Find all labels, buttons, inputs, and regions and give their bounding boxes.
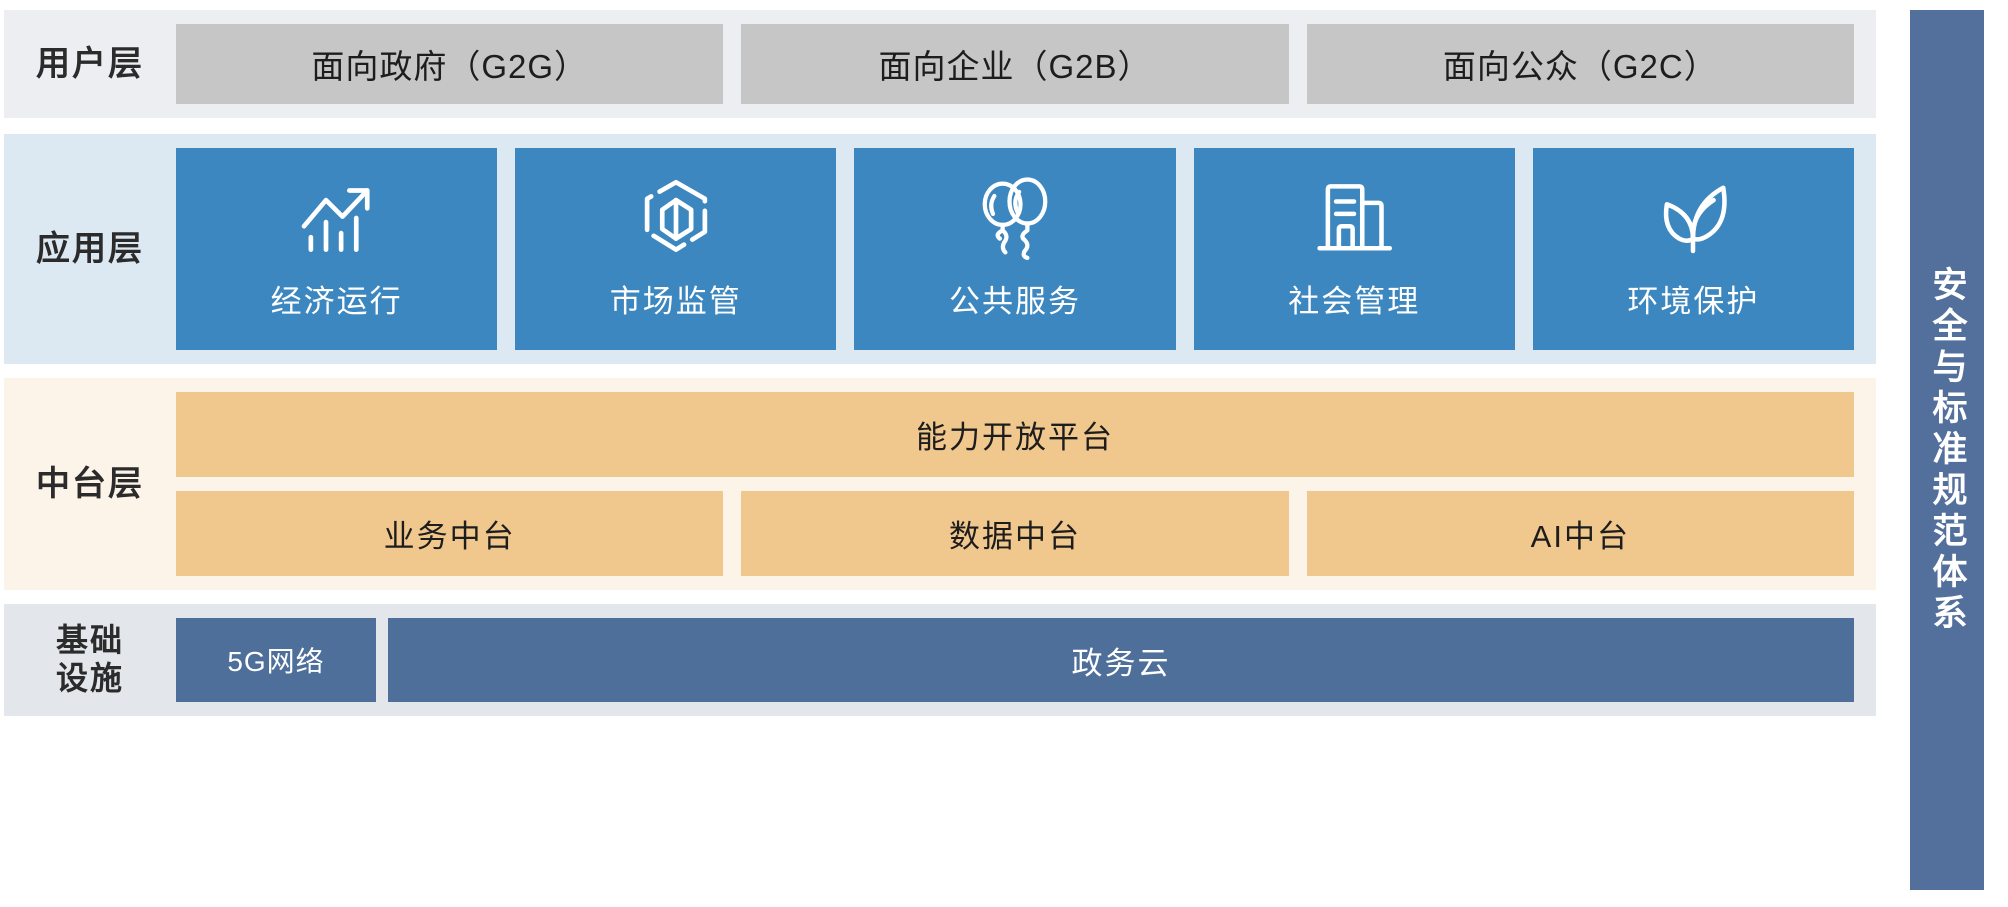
hexagon-cube-icon [632,174,720,262]
app-card-social-management[interactable]: 社会管理 [1193,148,1515,350]
mid-card-ai-label: AI中台 [1530,519,1630,554]
app-card-environment-label: 环境保护 [1627,283,1760,319]
chart-trend-up-icon [293,174,381,262]
middle-platform-layer-label: 中台层 [36,464,144,503]
user-card-g2c[interactable]: 面向公众（G2C） [1306,24,1854,104]
balloons-icon [971,174,1059,262]
mid-card-business-label: 业务中台 [383,519,516,554]
middle-platform-row: 业务中台 数据中台 AI中台 [176,491,1854,576]
mid-card-data[interactable]: 数据中台 [741,491,1289,576]
infrastructure-label-line2: 设施 [55,660,124,696]
app-card-market-supervision-label: 市场监管 [609,283,742,319]
app-card-economy-label: 经济运行 [270,283,403,319]
app-card-public-service[interactable]: 公共服务 [854,148,1176,350]
user-layer-label: 用户层 [36,44,144,83]
infra-card-government-cloud[interactable]: 政务云 [388,618,1854,702]
infrastructure-layer: 基础 设施 5G网络 政务云 [4,604,1876,716]
leaf-sprout-icon [1649,174,1737,262]
application-layer-label: 应用层 [36,229,144,268]
infra-card-5g-network[interactable]: 5G网络 [176,618,376,702]
application-layer-body: 经济运行 市场监管 [176,134,1876,364]
middle-platform-layer: 中台层 能力开放平台 业务中台 数据中台 AI中台 [4,378,1876,590]
app-card-economy[interactable]: 经济运行 [176,148,498,350]
security-standards-label: 安全与标准规范体系 [1927,265,1967,635]
mid-card-business[interactable]: 业务中台 [176,491,724,576]
capability-open-platform-label: 能力开放平台 [916,420,1114,455]
building-icon [1310,174,1398,262]
user-card-g2c-label: 面向公众（G2C） [1442,48,1718,85]
infra-card-5g-network-label: 5G网络 [227,646,325,677]
infrastructure-layer-body: 5G网络 政务云 [176,604,1876,716]
mid-card-ai[interactable]: AI中台 [1306,491,1854,576]
infra-card-government-cloud-label: 政务云 [1071,645,1171,681]
infrastructure-label-line1: 基础 [55,622,124,659]
user-layer: 用户层 面向政府（G2G） 面向企业（G2B） 面向公众（G2C） [4,10,1876,118]
user-card-g2b-label: 面向企业（G2B） [878,48,1152,85]
infrastructure-layer-label: 基础 设施 [4,622,176,698]
application-layer: 应用层 经济运行 [4,134,1876,364]
user-card-g2g[interactable]: 面向政府（G2G） [176,24,724,104]
app-card-market-supervision[interactable]: 市场监管 [515,148,837,350]
app-card-social-management-label: 社会管理 [1288,283,1421,319]
app-card-public-service-label: 公共服务 [949,283,1081,319]
capability-open-platform-card[interactable]: 能力开放平台 [176,392,1854,477]
app-card-environment[interactable]: 环境保护 [1532,148,1855,350]
user-card-g2b[interactable]: 面向企业（G2B） [741,24,1289,104]
layers-column: 用户层 面向政府（G2G） 面向企业（G2B） 面向公众（G2C） 应用层 [4,10,1876,716]
user-layer-body: 面向政府（G2G） 面向企业（G2B） 面向公众（G2C） [176,10,1876,118]
security-standards-bar[interactable]: 安全与标准规范体系 [1910,10,1984,890]
user-card-g2g-label: 面向政府（G2G） [311,48,589,85]
mid-card-data-label: 数据中台 [948,519,1081,554]
middle-platform-layer-body: 能力开放平台 业务中台 数据中台 AI中台 [176,378,1876,590]
